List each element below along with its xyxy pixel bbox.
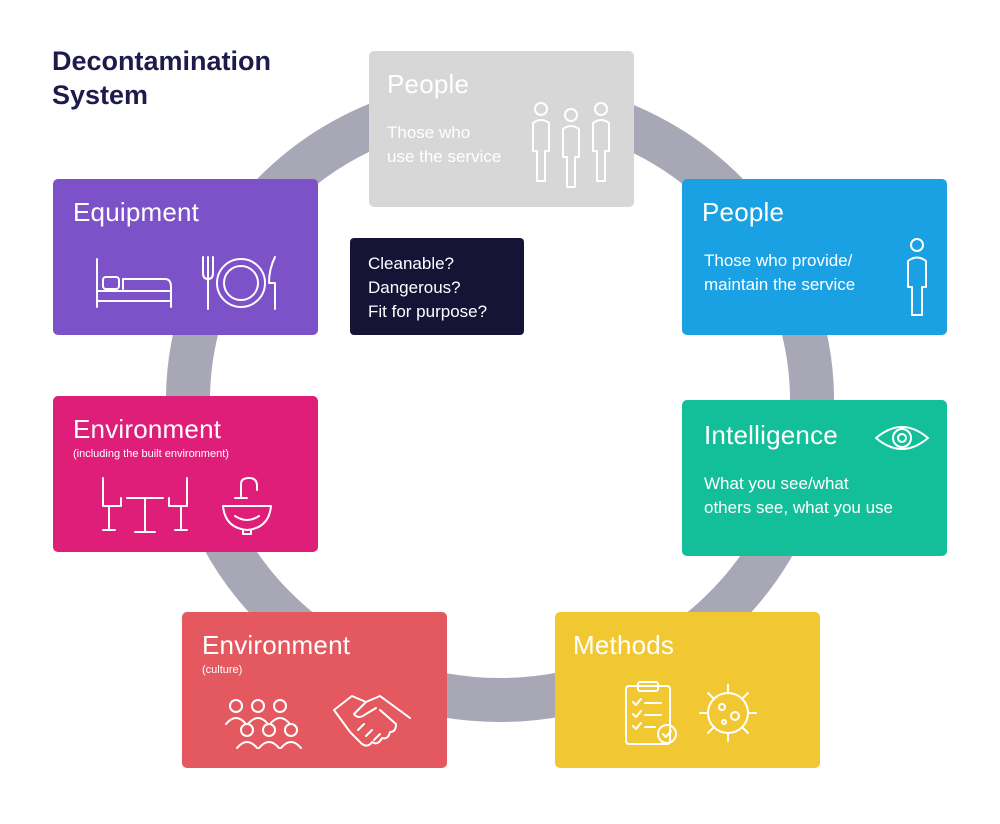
diagram-title: Decontamination System <box>52 46 272 110</box>
germ-icon <box>699 684 757 742</box>
card-people-providers: People Those who provide/ maintain the s… <box>682 179 947 335</box>
card-equipment: Equipment <box>53 179 318 335</box>
card-note: (including the built environment) <box>73 448 229 460</box>
card-heading: Methods <box>573 630 675 660</box>
card-heading: Intelligence <box>704 420 838 450</box>
card-text: Those who provide/ maintain the service <box>704 251 856 294</box>
group-icon <box>225 699 302 749</box>
card-methods: Methods <box>555 612 820 768</box>
card-environment-culture: Environment (culture) <box>182 612 447 768</box>
clipboard-checklist-icon <box>625 681 677 745</box>
three-people-icon <box>532 102 610 188</box>
card-environment-built: Environment (including the built environ… <box>53 396 318 552</box>
card-heading: Equipment <box>73 197 200 227</box>
plate-cutlery-icon <box>202 256 276 310</box>
card-intelligence: Intelligence What you see/what others se… <box>682 400 947 556</box>
card-heading: People <box>387 69 470 99</box>
card-text: What you see/what others see, what you u… <box>704 474 894 517</box>
card-note: (culture) <box>202 664 243 676</box>
card-heading: People <box>702 197 785 227</box>
eye-icon <box>875 426 929 450</box>
card-text: Those who use the service <box>387 123 502 166</box>
bed-icon <box>96 258 172 308</box>
person-icon <box>907 238 927 316</box>
card-heading: Environment <box>73 414 222 444</box>
sink-icon <box>222 477 272 535</box>
card-heading: Environment <box>202 630 351 660</box>
question-callout: Cleanable? Dangerous? Fit for purpose? <box>350 238 524 335</box>
table-chairs-icon <box>102 477 188 533</box>
handshake-icon <box>333 695 411 747</box>
card-people-users: People Those who use the service <box>369 51 634 207</box>
